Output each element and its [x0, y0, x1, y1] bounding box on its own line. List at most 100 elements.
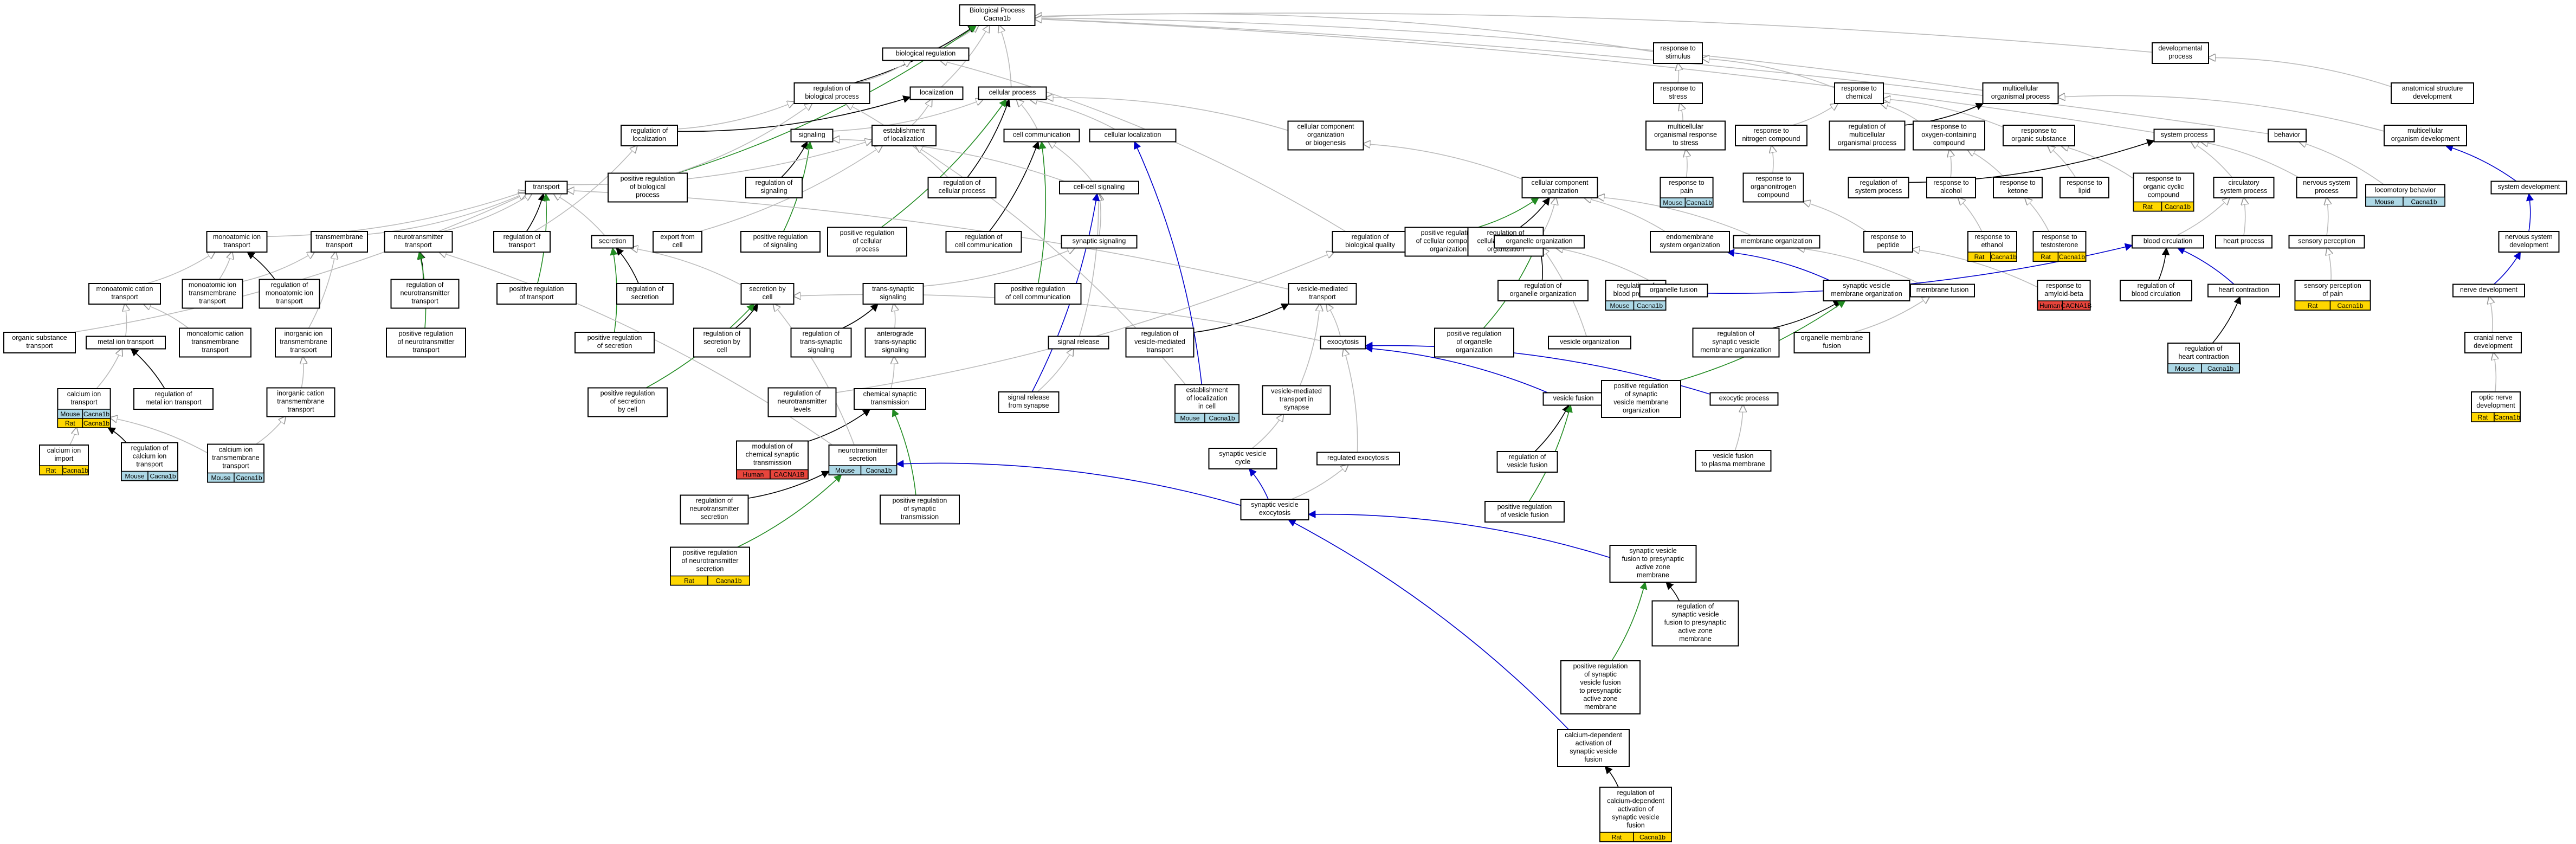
go-term-node-heartcontr[interactable]: heart contraction: [2207, 284, 2280, 298]
go-term-node-sigrelease[interactable]: signal release: [1048, 336, 1109, 350]
go-term-node-sysproc[interactable]: system process: [2153, 128, 2215, 143]
go-term-node-regexo[interactable]: regulated exocytosis: [1316, 452, 1400, 466]
go-term-node-signaling[interactable]: signaling: [790, 128, 834, 143]
go-term-node-exoproc[interactable]: exocytic process: [1709, 392, 1779, 406]
go-term-node-heartproc[interactable]: heart process: [2215, 235, 2272, 249]
go-term-node-loc[interactable]: localization: [909, 86, 964, 100]
go-term-node-orgfusion[interactable]: organelle fusion: [1639, 284, 1708, 298]
go-term-node-bloodcirc[interactable]: blood circulation: [2132, 235, 2204, 249]
go-term-node-cellloc[interactable]: cellular localization: [1089, 128, 1177, 143]
go-term-node-bioreg[interactable]: biological regulation: [882, 47, 970, 61]
go-term-node-vesorg[interactable]: vesicle organization: [1548, 336, 1631, 350]
go-term-node-memfusion[interactable]: membrane fusion: [1910, 284, 1975, 298]
go-term-node-synsig[interactable]: synaptic signaling: [1061, 235, 1138, 249]
go-term-node-transport[interactable]: transport: [525, 181, 568, 195]
go-term-node-cellproc[interactable]: cellular process: [978, 86, 1047, 100]
go-term-node-orgorg[interactable]: organelle organization: [1494, 235, 1585, 249]
go-term-node-nervedev[interactable]: nerve development: [2452, 284, 2525, 298]
go-term-node-vesfusion[interactable]: vesicle fusion: [1542, 392, 1604, 406]
